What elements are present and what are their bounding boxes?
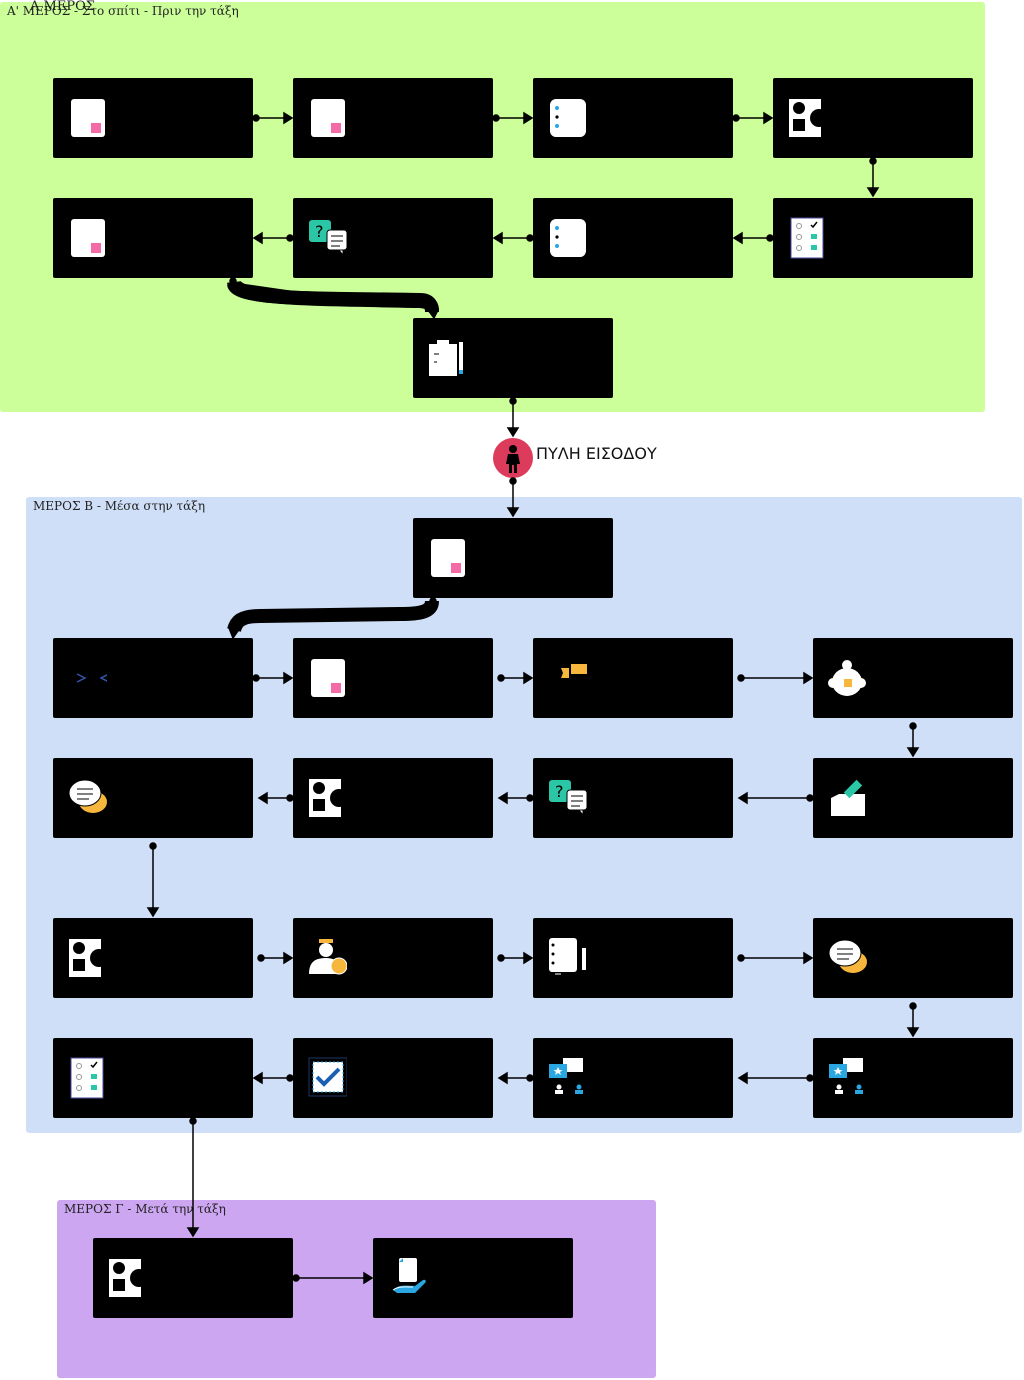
step-card-b4[interactable] [533, 638, 738, 723]
person-icon [506, 445, 520, 473]
step-card-b10[interactable] [53, 918, 258, 1003]
star-feedback-icon [549, 1058, 583, 1094]
hand-document-icon [392, 1258, 426, 1293]
step-card-c2[interactable] [373, 1238, 573, 1318]
shapes-icon [309, 779, 347, 817]
star-feedback-icon [829, 1058, 863, 1094]
step-card-b3[interactable] [293, 638, 498, 723]
step-card-b1[interactable] [413, 518, 613, 598]
step-card-b13[interactable] [813, 918, 1018, 1003]
teacher-icon [309, 939, 347, 975]
step-card-b6[interactable] [813, 758, 1018, 843]
step-card-a9[interactable] [413, 318, 613, 398]
speech-bubbles-icon [828, 939, 867, 973]
step-card-a4[interactable] [773, 78, 973, 158]
step-card-a2[interactable] [293, 78, 493, 158]
step-card-a3[interactable] [533, 78, 733, 158]
section-b-title: ΜΕΡΟΣ Β - Μέσα στην τάξη [33, 499, 206, 513]
step-card-b14[interactable] [813, 1038, 1018, 1123]
step-card-b15[interactable] [533, 1038, 738, 1123]
clipboard-pencil-icon [429, 340, 463, 376]
checklist-icon [70, 1057, 104, 1099]
list-dots-icon [550, 219, 586, 257]
section-a-title: Α' ΜΕΡΟΣ - Στο σπίτι - Πριν την τάξη [7, 4, 239, 18]
question-chat-icon: ? [549, 780, 587, 817]
document-pink-icon [311, 99, 345, 137]
svg-text:?: ? [315, 222, 324, 241]
entry-gate-node[interactable] [493, 438, 533, 478]
document-pink-icon [71, 99, 105, 137]
code-brackets-icon [76, 673, 107, 683]
certificate-check-icon [308, 1057, 347, 1097]
notebook-icon [549, 938, 586, 975]
svg-text:?: ? [555, 782, 564, 801]
speech-bubbles-icon [68, 779, 107, 813]
list-dots-icon [550, 99, 586, 137]
entry-gate-label: ΠΥΛΗ ΕΙΣΟΔΟΥ [536, 444, 657, 463]
document-pink-icon [431, 539, 465, 577]
section-c-title: ΜΕΡΟΣ Γ - Μετά την τάξη [64, 1202, 226, 1216]
step-card-a1[interactable] [53, 78, 253, 158]
shapes-icon [789, 99, 827, 137]
step-card-a7[interactable]: ? [293, 198, 493, 278]
section-a-overlay-label: Α ΜΕΡΟΣ [30, 0, 95, 14]
question-chat-icon: ? [309, 220, 347, 257]
step-card-b8[interactable] [293, 758, 498, 843]
document-pink-icon [71, 219, 105, 257]
step-card-a6[interactable] [533, 198, 733, 278]
shapes-icon [109, 1259, 147, 1297]
step-card-b2[interactable] [53, 638, 253, 718]
step-card-b17[interactable] [53, 1038, 253, 1118]
group-icon [828, 660, 866, 696]
step-card-a8[interactable] [53, 198, 253, 278]
step-card-b5[interactable] [813, 638, 1018, 723]
ballot-box-icon [831, 779, 865, 816]
step-card-a5[interactable] [773, 198, 973, 278]
step-card-b7[interactable]: ? [533, 758, 738, 843]
shapes-icon [69, 939, 107, 977]
step-card-b12[interactable] [533, 918, 738, 1003]
step-card-b9[interactable] [53, 758, 258, 843]
step-card-b16[interactable] [293, 1038, 498, 1123]
step-card-c1[interactable] [93, 1238, 293, 1318]
ticket-icon [561, 664, 587, 678]
checklist-icon [790, 217, 824, 259]
step-card-b11[interactable] [293, 918, 498, 1003]
document-pink-icon [311, 659, 345, 697]
